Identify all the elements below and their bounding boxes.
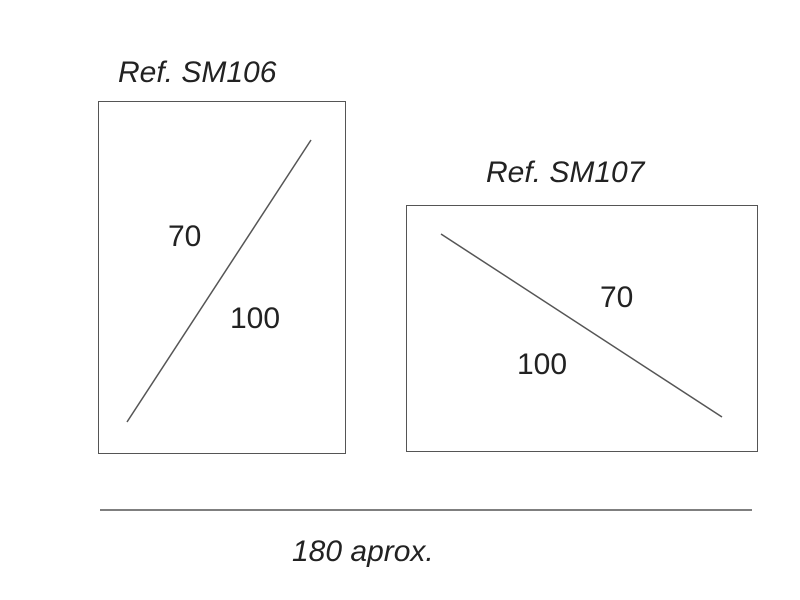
- panel-sm106-dimension-width: 70: [168, 220, 202, 253]
- panel-sm107-outline: [406, 205, 758, 452]
- total-width-label: 180 aprox.: [292, 535, 434, 568]
- panel-sm107-ref-label: Ref. SM107: [486, 156, 645, 189]
- panel-sm106-ref-label: Ref. SM106: [118, 56, 277, 89]
- panel-sm107-dimension-width: 100: [517, 348, 568, 381]
- panel-sm106-outline: [98, 101, 346, 454]
- panel-sm106-dimension-height: 100: [230, 302, 281, 335]
- panel-sm107-dimension-height: 70: [600, 281, 634, 314]
